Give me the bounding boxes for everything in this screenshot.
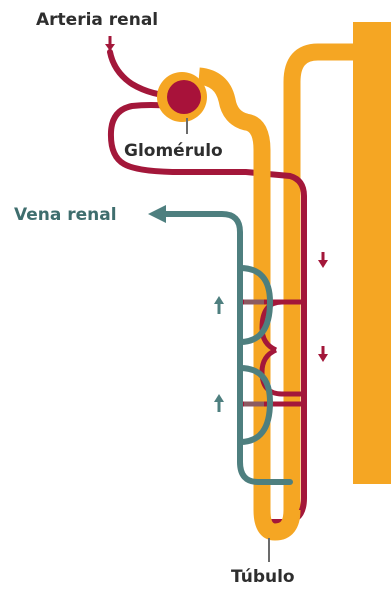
artery-label: Arteria renal [36,10,158,30]
arrow-down-icon [318,252,328,268]
collecting-duct [353,22,391,484]
arrow-down-icon [318,346,328,362]
arrow-up-icon [214,394,224,412]
arrow-down-icon [105,36,115,51]
glomerulus-label: Glomérulo [124,141,223,161]
efferent-arteriole [111,105,304,522]
glomerulus [167,80,201,114]
arrow-left-icon [148,205,166,223]
vein-label: Vena renal [14,205,117,225]
tubule-label: Túbulo [231,567,295,587]
arrow-up-icon [214,296,224,314]
